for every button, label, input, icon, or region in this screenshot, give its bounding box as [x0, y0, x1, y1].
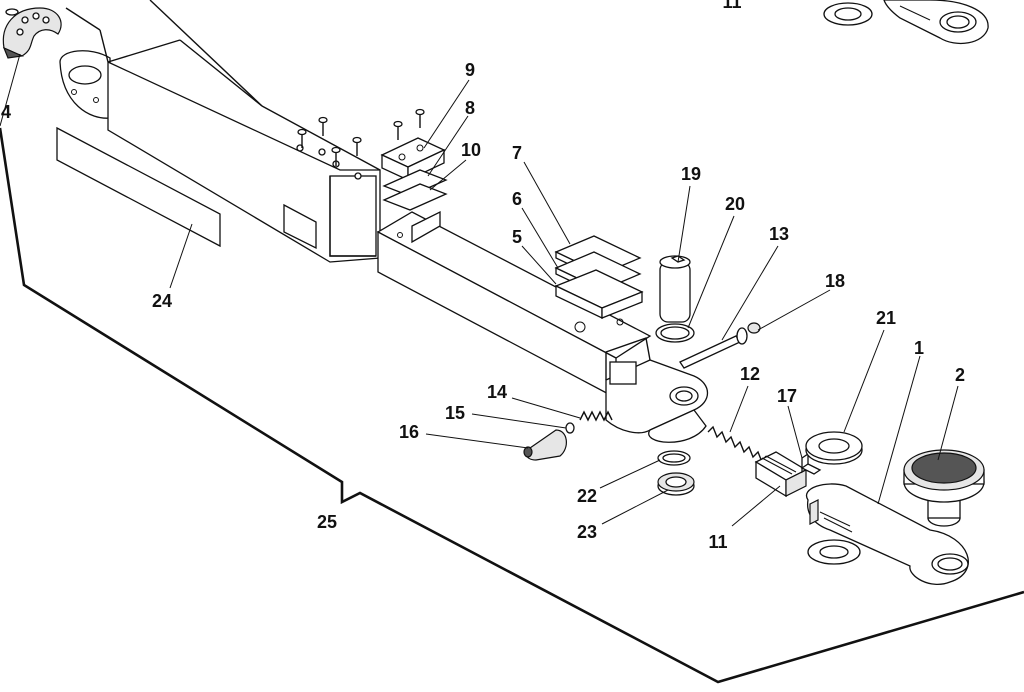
part-18-nut: [747, 322, 761, 334]
part-4-gear: [2, 7, 62, 59]
part-21-washer: [805, 431, 863, 465]
lower-washer: [807, 539, 861, 565]
screws: [297, 108, 425, 166]
part-24-label-plate: [56, 126, 221, 248]
part-1-arm-plate: [805, 483, 969, 585]
label-21: 21: [876, 308, 896, 328]
label-5: 5: [512, 227, 522, 247]
label-6: 6: [512, 189, 522, 209]
part-5-plate: [554, 269, 644, 320]
label-16: 16: [399, 422, 419, 442]
top-right-arm-plate: [823, 0, 989, 45]
label-13: 13: [769, 224, 789, 244]
label-20: 20: [725, 194, 745, 214]
label-7: 7: [512, 143, 522, 163]
label-22: 22: [577, 486, 597, 506]
part-20-ring: [655, 323, 695, 343]
label-9: 9: [465, 60, 475, 80]
part-14-spring: [579, 410, 613, 422]
part-19-pin: [659, 255, 691, 323]
label-4: 4: [1, 102, 11, 122]
part-11-latch-block: [754, 451, 808, 498]
part-15-washer: [565, 422, 575, 434]
label-2: 2: [955, 365, 965, 385]
part-13-shaft: [679, 327, 748, 369]
label-10: 10: [461, 140, 481, 160]
assembly-outline: [0, 127, 1024, 684]
part-22-ring: [657, 450, 691, 466]
label-11: 11: [708, 532, 727, 552]
yoke-clevis: [605, 337, 709, 443]
label-15: 15: [445, 403, 465, 423]
label-12: 12: [740, 364, 760, 384]
leader-lines: [0, 53, 959, 527]
part-17-tab: [800, 452, 822, 475]
part-16-knob: [523, 429, 567, 461]
label-11-top: 11: [722, 0, 741, 12]
part-labels: 9 8 10 7 6 5 19 20 13 18 21 1 2 12 17 14…: [1, 0, 965, 552]
part-23-bushing: [657, 472, 695, 496]
part-2-pad: [903, 449, 985, 527]
label-24: 24: [152, 291, 172, 311]
label-8: 8: [465, 98, 475, 118]
label-18: 18: [825, 271, 845, 291]
part-12-spring: [707, 425, 767, 464]
label-14: 14: [487, 382, 507, 402]
label-17: 17: [777, 386, 797, 406]
part-10-shim: [382, 183, 448, 211]
inner-arm-tube: [376, 210, 652, 400]
label-25: 25: [317, 512, 337, 532]
outer-arm-tube: [59, 0, 381, 263]
label-1: 1: [914, 338, 924, 358]
label-23: 23: [577, 522, 597, 542]
label-19: 19: [681, 164, 701, 184]
